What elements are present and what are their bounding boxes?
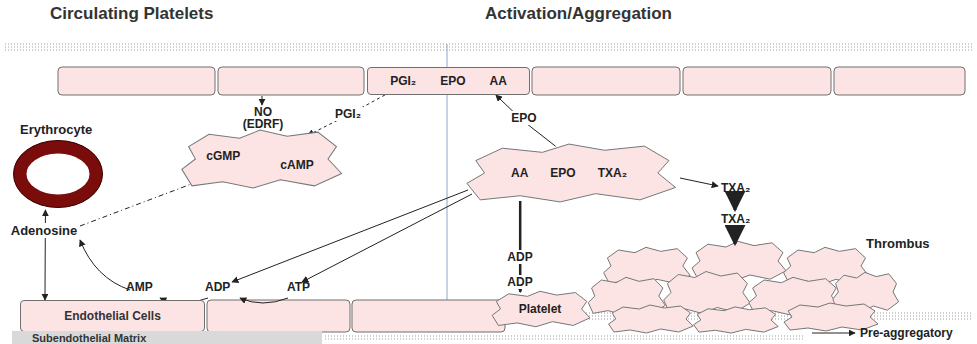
- platelet: Platelet: [488, 290, 592, 328]
- node-text: EPO: [440, 74, 465, 88]
- panel-heading: Activation/Aggregation: [485, 4, 672, 24]
- node-text: AA: [511, 166, 528, 180]
- matrix-band: Subendothelial Matrix: [12, 331, 322, 344]
- edge-label: Adenosine: [9, 223, 79, 238]
- node-text: cGMP: [206, 149, 240, 163]
- resting-platelet: cGMP cAMP: [175, 128, 345, 190]
- edge-label: EPO: [509, 111, 538, 125]
- edge-label: ADP: [505, 250, 534, 264]
- activated-platelet: AA EPO TXA₂: [458, 142, 680, 204]
- node-text: EPO: [550, 166, 575, 180]
- legend-text: Pre-aggregatory: [860, 326, 953, 340]
- lumen-lines: [5, 44, 972, 339]
- erythrocyte: Erythrocyte: [8, 122, 112, 210]
- connector: [496, 95, 556, 146]
- edge-label: PGI₂: [333, 107, 363, 121]
- connector: [308, 95, 385, 135]
- mediator-label: TXA₂: [721, 181, 750, 195]
- node-text: Subendothelial Matrix: [32, 332, 146, 344]
- node-text: Platelet: [519, 302, 562, 316]
- nucleotide-label: ATP: [287, 280, 310, 294]
- endothelial-cell: Endothelial Cells: [20, 300, 205, 332]
- pathway-arrows: [80, 96, 735, 303]
- node-text: Endothelial Cells: [64, 309, 161, 323]
- nucleotide-label: ADP: [205, 280, 230, 294]
- mediator-label: NO (EDRF): [240, 106, 286, 130]
- node-text: cAMP: [280, 158, 313, 172]
- node-text: Erythrocyte: [20, 122, 92, 137]
- mediator-label: TXA₂: [721, 212, 750, 226]
- node-text: PGI₂: [390, 74, 416, 88]
- legend-arrow: [812, 333, 855, 334]
- thrombus-label: Thrombus: [866, 236, 930, 251]
- endothelial-cell: PGI₂ EPO AA: [367, 67, 530, 95]
- node-text: TXA₂: [598, 166, 627, 180]
- endothelial-cells: [58, 67, 965, 332]
- node-text: AA: [490, 74, 507, 88]
- thrombus-platelets: [588, 241, 898, 333]
- mediator-label: ADP: [505, 275, 534, 289]
- panel-heading: Circulating Platelets: [50, 4, 213, 24]
- platelet-outline: [175, 128, 345, 190]
- nucleotide-label: AMP: [126, 280, 153, 294]
